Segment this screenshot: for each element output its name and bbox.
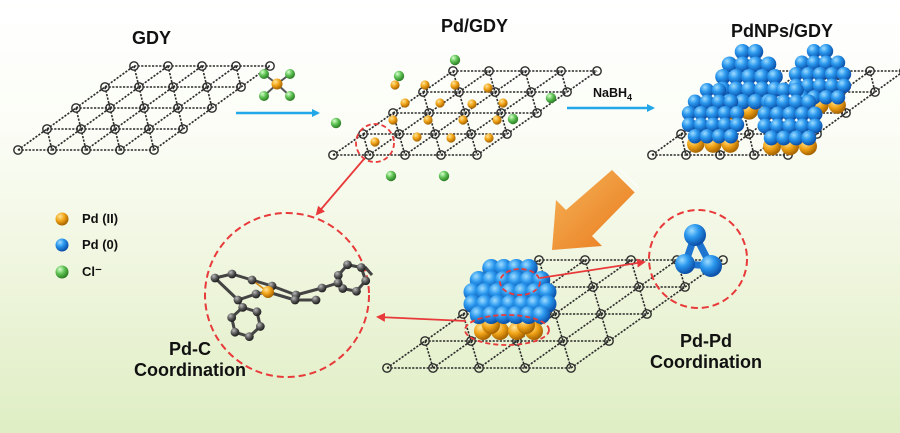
gdy-lattice-sheet (13, 61, 275, 155)
pd-pd-site-highlight (499, 268, 541, 296)
caption-pd-pd: Pd-Pd Coordination (636, 331, 776, 373)
caption-pd-pd-line1: Pd-Pd (680, 331, 732, 351)
caption-pd-pd-line2: Coordination (650, 352, 762, 372)
reagent-base: NaBH (593, 86, 628, 100)
legend-label-pd-0: Pd (0) (82, 237, 119, 252)
pd-c-coordination-structure (210, 260, 374, 342)
pd-cluster-closeup (463, 259, 557, 340)
legend-swatch-cl (55, 265, 69, 279)
chloride-ions (330, 54, 557, 182)
legend-label-cl: Cl⁻ (82, 264, 102, 279)
reagent-subscript: 4 (627, 92, 633, 103)
caption-pd-c: Pd-C Coordination (120, 339, 260, 381)
pd-c-site-highlight (464, 314, 550, 346)
pd-pd-callout-circle (648, 209, 748, 309)
zoom-in-arrow (552, 167, 640, 250)
pd-site-highlight (355, 123, 395, 163)
callout-line-pd-pd (539, 258, 646, 279)
legend-swatch-pd-0 (55, 238, 69, 252)
legend-label-pd-ii: Pd (II) (82, 211, 119, 226)
legend-swatch-pd-ii (55, 212, 69, 226)
caption-pd-c-line1: Pd-C (169, 339, 211, 359)
pd-gdy-lattice-sheet (328, 66, 602, 160)
pd-nanoparticles (681, 44, 852, 156)
reagent-label: NaBH4 (593, 86, 632, 103)
panel-title-pd-gdy: Pd/GDY (441, 16, 509, 36)
callout-line-pd-c (315, 158, 365, 216)
pd-c-callout-circle (204, 212, 370, 378)
callout-line-pd-c-2 (376, 312, 467, 322)
panel-title-pdnps-gdy: PdNPs/GDY (731, 21, 834, 41)
pdcl4-molecule (259, 69, 295, 101)
caption-pd-c-line2: Coordination (134, 360, 246, 380)
pd-ii-atoms (370, 80, 508, 147)
panel-title-gdy: GDY (132, 28, 172, 48)
pd-pd-trimer (675, 224, 722, 277)
